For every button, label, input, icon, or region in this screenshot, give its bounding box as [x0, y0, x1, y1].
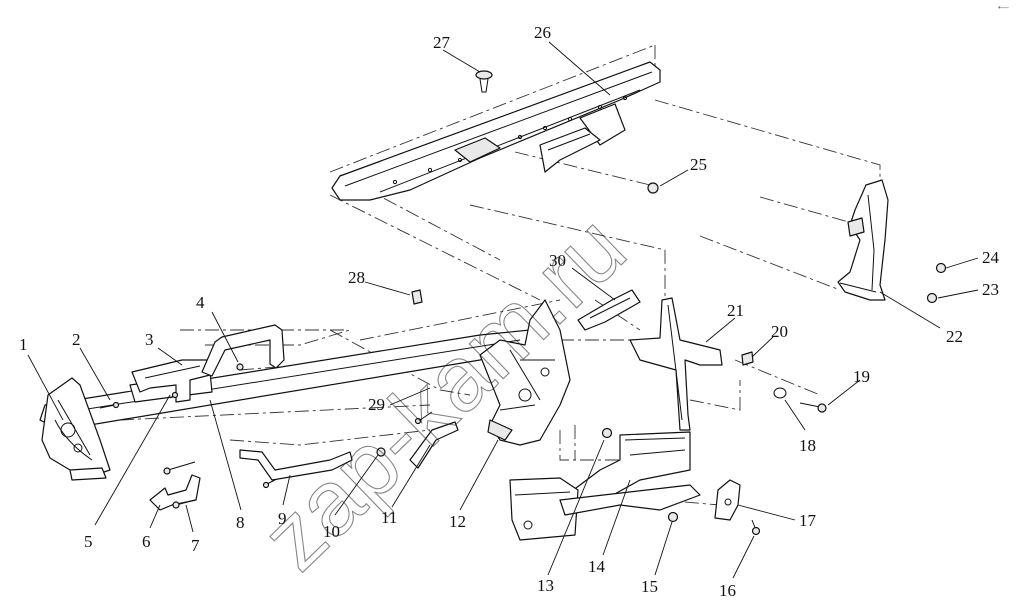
callout-20: 20	[771, 322, 788, 341]
part-4-bent-support-bar	[201, 324, 285, 377]
part-20-nut	[741, 351, 754, 366]
callout-3: 3	[145, 330, 154, 349]
part-29-bolt	[414, 411, 433, 425]
callout-14: 14	[588, 557, 606, 576]
part-7-bolt	[163, 461, 196, 509]
callout-29: 29	[368, 395, 385, 414]
part-28-clip	[411, 289, 423, 305]
part-14-lower-frame	[509, 431, 701, 541]
callout-7: 7	[191, 536, 200, 555]
callout-13: 13	[537, 576, 554, 595]
callout-5: 5	[84, 532, 93, 551]
part-25-nut	[647, 182, 659, 194]
part-21-vertical-stand	[629, 297, 723, 431]
callout-17: 17	[799, 511, 817, 530]
part-13-fitting	[601, 427, 613, 439]
part-6-lower-bracket	[149, 474, 201, 511]
callout-11: 11	[381, 508, 397, 527]
callout-27: 27	[433, 33, 451, 52]
callout-4: 4	[196, 293, 205, 312]
part-24-nut	[935, 262, 947, 274]
callout-leaders	[27, 41, 979, 579]
callout-18: 18	[799, 436, 816, 455]
callout-30: 30	[549, 251, 566, 270]
callout-9: 9	[278, 509, 287, 528]
part-23-nut	[926, 292, 938, 304]
callout-12: 12	[449, 512, 466, 531]
callout-1: 1	[19, 335, 28, 354]
callout-28: 28	[348, 268, 365, 287]
callout-19: 19	[853, 367, 870, 386]
callout-24: 24	[982, 248, 1000, 267]
callout-22: 22	[946, 327, 963, 346]
callout-8: 8	[236, 513, 245, 532]
part-27-push-clip	[475, 70, 493, 93]
callout-21: 21	[727, 301, 744, 320]
part-8-bolt	[262, 479, 276, 489]
callout-16: 16	[719, 581, 736, 600]
part-5-bolt	[169, 391, 179, 399]
part-1-left-end-bracket	[41, 377, 111, 481]
part-9-rod	[239, 449, 353, 481]
callout-6: 6	[142, 532, 151, 551]
callout-15: 15	[641, 577, 658, 596]
corner-mark: •—	[998, 3, 1009, 12]
part-11-small-link	[409, 421, 459, 469]
callout-25: 25	[690, 155, 707, 174]
part-10-fitting	[376, 447, 386, 457]
callout-23: 23	[982, 280, 999, 299]
part-30-mount-plate	[577, 289, 641, 331]
part-12-central-bracket	[479, 299, 571, 446]
callout-10: 10	[323, 522, 340, 541]
part-17-small-bracket	[714, 479, 741, 521]
callout-2: 2	[72, 330, 81, 349]
callout-26: 26	[534, 23, 551, 42]
part-26-upper-cross-rail	[331, 61, 661, 201]
callout-labels: 1 2 3 4 5 6 7 8 9 10 11 12 13 14 15 16 1…	[19, 23, 1000, 600]
part-22-right-side-bracket	[837, 179, 889, 301]
part-16-bolt	[751, 519, 761, 536]
rail-support-bracket	[539, 127, 601, 173]
part-2-bolt	[99, 401, 120, 409]
part-19-bolt	[799, 402, 827, 413]
part-3-bracket	[131, 359, 211, 403]
part-15-nut	[667, 511, 679, 523]
part-18-washer	[773, 387, 787, 399]
watermark-text: zap-kam.ru	[243, 196, 645, 589]
